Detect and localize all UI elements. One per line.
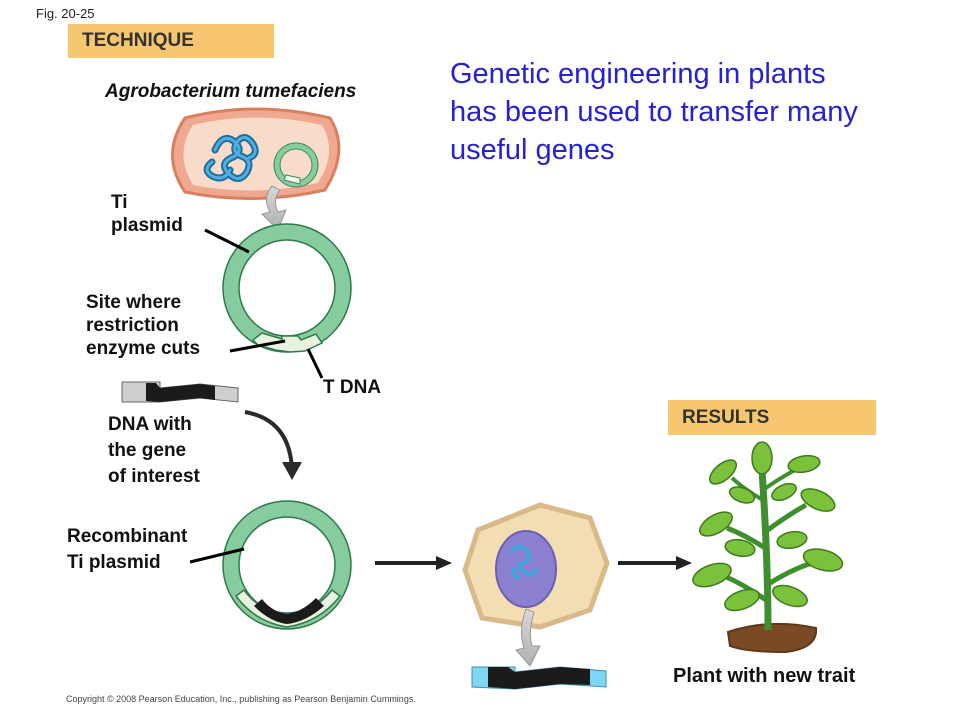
process-arrow-1 xyxy=(261,185,287,231)
t-dna-region xyxy=(251,332,324,353)
results-header: RESULTS xyxy=(668,400,876,435)
ti-plasmid-label: Ti plasmid xyxy=(111,192,183,236)
slide-title: Genetic engineering in plants has been u… xyxy=(450,58,858,166)
figure-label: Fig. 20-25 xyxy=(36,6,95,21)
recombinant-pointer xyxy=(189,547,245,564)
large-ti-plasmid xyxy=(222,223,352,353)
inserted-dna-in-nucleus xyxy=(510,544,538,580)
copyright-notice: Copyright © 2008 Pearson Education, Inc.… xyxy=(66,694,416,704)
restriction-site-label: Site where restriction enzyme cuts xyxy=(86,292,201,359)
recombinant-plasmid-label: Recombinant Ti plasmid xyxy=(67,526,188,573)
arrow-5-head xyxy=(676,556,692,570)
ti-plasmid-pointer xyxy=(204,228,250,254)
dna-gene-label: DNA with the gene of interest xyxy=(108,414,200,487)
dna-fragment xyxy=(121,381,239,403)
nucleus xyxy=(495,530,557,608)
plant-label: Plant with new trait xyxy=(673,665,856,687)
small-ti-plasmid xyxy=(273,142,319,188)
t-dna-pointer xyxy=(306,348,324,379)
process-arrow-4 xyxy=(515,608,541,667)
process-arrow-2 xyxy=(244,410,294,471)
arrow-3-head xyxy=(436,556,452,570)
arrow-2-head xyxy=(282,462,302,480)
technique-header: TECHNIQUE xyxy=(68,24,274,58)
agrobacterium-label: Agrobacterium tumefaciens xyxy=(105,81,357,102)
recombinant-plasmid xyxy=(222,500,352,630)
inserted-gene xyxy=(254,598,324,624)
plant-cell xyxy=(462,502,610,630)
chromosome-highlight xyxy=(205,136,257,180)
transgenic-plant xyxy=(692,441,844,654)
integrated-dna-strand xyxy=(471,666,607,690)
restriction-site-pointer xyxy=(229,339,286,353)
t-dna-label: T DNA xyxy=(323,377,382,398)
